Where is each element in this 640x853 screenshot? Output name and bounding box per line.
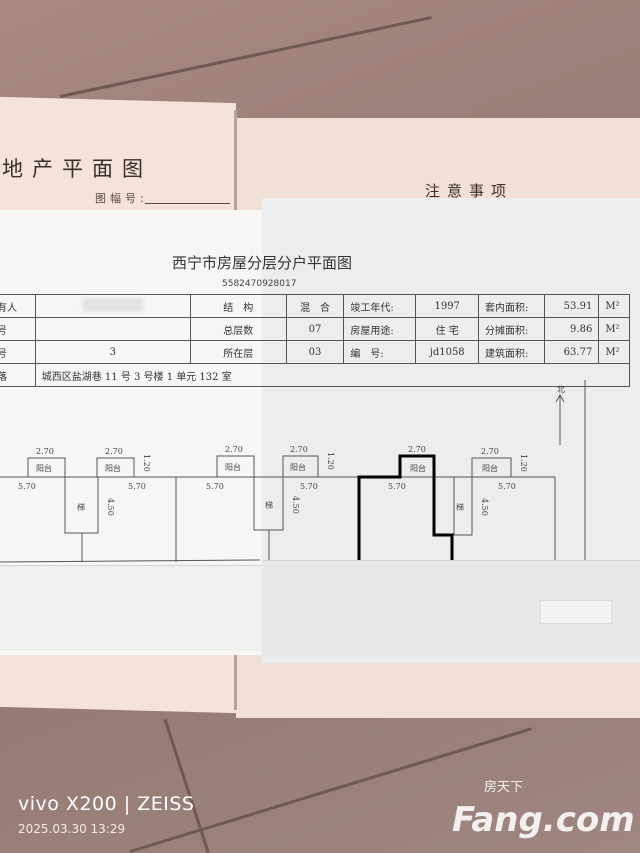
dim-label: 1.20 xyxy=(326,452,335,470)
dim-label: 4.50 xyxy=(291,496,300,514)
table-row: 落 城西区盐湖巷 11 号 3 号楼 1 单元 132 室 xyxy=(0,363,631,387)
dim-label: 5.70 xyxy=(498,482,516,491)
balcony-label: 阳台 xyxy=(410,463,426,473)
cell-unit: M² xyxy=(598,317,630,341)
cell-value: 1997 xyxy=(415,294,480,318)
dim-label: 5.70 xyxy=(388,482,406,491)
document-title: 西宁市房屋分层分户平面图 xyxy=(172,254,353,272)
balcony-label: 阳台 xyxy=(290,462,306,472)
cell-unit: M² xyxy=(598,340,630,364)
dim-label: 2.70 xyxy=(290,445,308,454)
stamp-mark xyxy=(540,600,612,624)
dim-label: 5.70 xyxy=(300,482,318,491)
sheet-number-line xyxy=(145,203,230,204)
cell-label: 号 xyxy=(0,317,36,341)
cell-label: 有人 xyxy=(0,294,36,318)
address-value: 城西区盐湖巷 11 号 3 号楼 1 单元 132 室 xyxy=(34,363,631,387)
cell-value: 9.86 xyxy=(544,317,600,341)
cell-value: 07 xyxy=(285,317,345,341)
cell-value: 混 合 xyxy=(285,294,345,318)
cell-value: 住 宅 xyxy=(415,317,480,341)
cell-value: jd1058 xyxy=(415,340,480,364)
site-watermark: Fang.com xyxy=(452,800,635,840)
cell-key: 总层数 xyxy=(189,317,287,341)
sheet-number-label: 图幅号: xyxy=(95,192,148,205)
north-label: 北 xyxy=(557,385,565,394)
stair-label: 梯 xyxy=(456,502,464,512)
cell-key: 建筑面积: xyxy=(478,340,546,364)
cell-value: 03 xyxy=(285,340,345,364)
dim-label: 4.50 xyxy=(480,498,489,516)
dim-label: 2.70 xyxy=(36,447,54,456)
cell-value: 3 xyxy=(34,340,191,364)
cell-key: 结 构 xyxy=(189,294,287,318)
dim-label: 2.70 xyxy=(408,445,426,454)
dim-label: 5.70 xyxy=(18,482,36,491)
document-number: 5582470928017 xyxy=(222,279,297,289)
site-watermark-cn: 房天下 xyxy=(484,780,524,795)
dim-label: 2.70 xyxy=(225,445,243,454)
dim-label: 4.50 xyxy=(106,498,115,516)
cell-unit: M² xyxy=(598,294,630,318)
cell-key: 所在层 xyxy=(189,340,287,364)
table-row: 号 3 所在层 03 编 号: jd1058 建筑面积: 63.77 M² xyxy=(0,340,630,364)
cell-key: 竣工年代: xyxy=(343,294,417,318)
dim-label: 1.20 xyxy=(142,454,151,472)
cell-key: 房屋用途: xyxy=(343,317,417,341)
table-row: 号 总层数 07 房屋用途: 住 宅 分摊面积: 9.86 M² xyxy=(0,317,630,341)
stair-label: 梯 xyxy=(77,502,85,512)
dim-label: 2.70 xyxy=(481,447,499,456)
balcony-label: 阳台 xyxy=(482,463,498,473)
cell-value: 63.77 xyxy=(544,340,600,364)
cell-label: 落 xyxy=(0,363,36,387)
owner-redacted xyxy=(34,294,191,318)
booklet-right-title: 注意事项 xyxy=(425,182,514,200)
photo-datetime: 2025.03.30 13:29 xyxy=(18,822,126,836)
stair-label: 梯 xyxy=(265,500,273,510)
table-row: 有人 结 构 混 合 竣工年代: 1997 套内面积: 53.91 M² xyxy=(0,294,630,318)
dim-label: 5.70 xyxy=(206,482,224,491)
balcony-label: 阳台 xyxy=(225,462,241,472)
cell-value: 53.91 xyxy=(544,294,600,318)
cell-key: 分摊面积: xyxy=(478,317,546,341)
highlighted-unit-outline xyxy=(357,454,454,572)
cell-key: 编 号: xyxy=(343,340,417,364)
paper-fold-left xyxy=(0,565,262,651)
dim-label: 5.70 xyxy=(128,482,146,491)
dim-label: 2.70 xyxy=(105,447,123,456)
cell-label: 号 xyxy=(0,340,36,364)
floor-plan: 北 2.70 2.70 2.70 2.70 2.70 2.70 阳台 阳台 阳台… xyxy=(0,380,586,580)
booklet-left-title: 地产平面图 xyxy=(2,157,152,181)
balcony-label: 阳台 xyxy=(105,463,121,473)
balcony-label: 阳台 xyxy=(36,463,52,473)
property-info-table: 有人 结 构 混 合 竣工年代: 1997 套内面积: 53.91 M² 号 总… xyxy=(0,294,631,387)
cell-key: 套内面积: xyxy=(478,294,546,318)
camera-watermark: vivo X200 | ZEISS xyxy=(18,793,195,815)
dim-label: 1.20 xyxy=(519,454,528,472)
cell-value xyxy=(34,317,191,341)
